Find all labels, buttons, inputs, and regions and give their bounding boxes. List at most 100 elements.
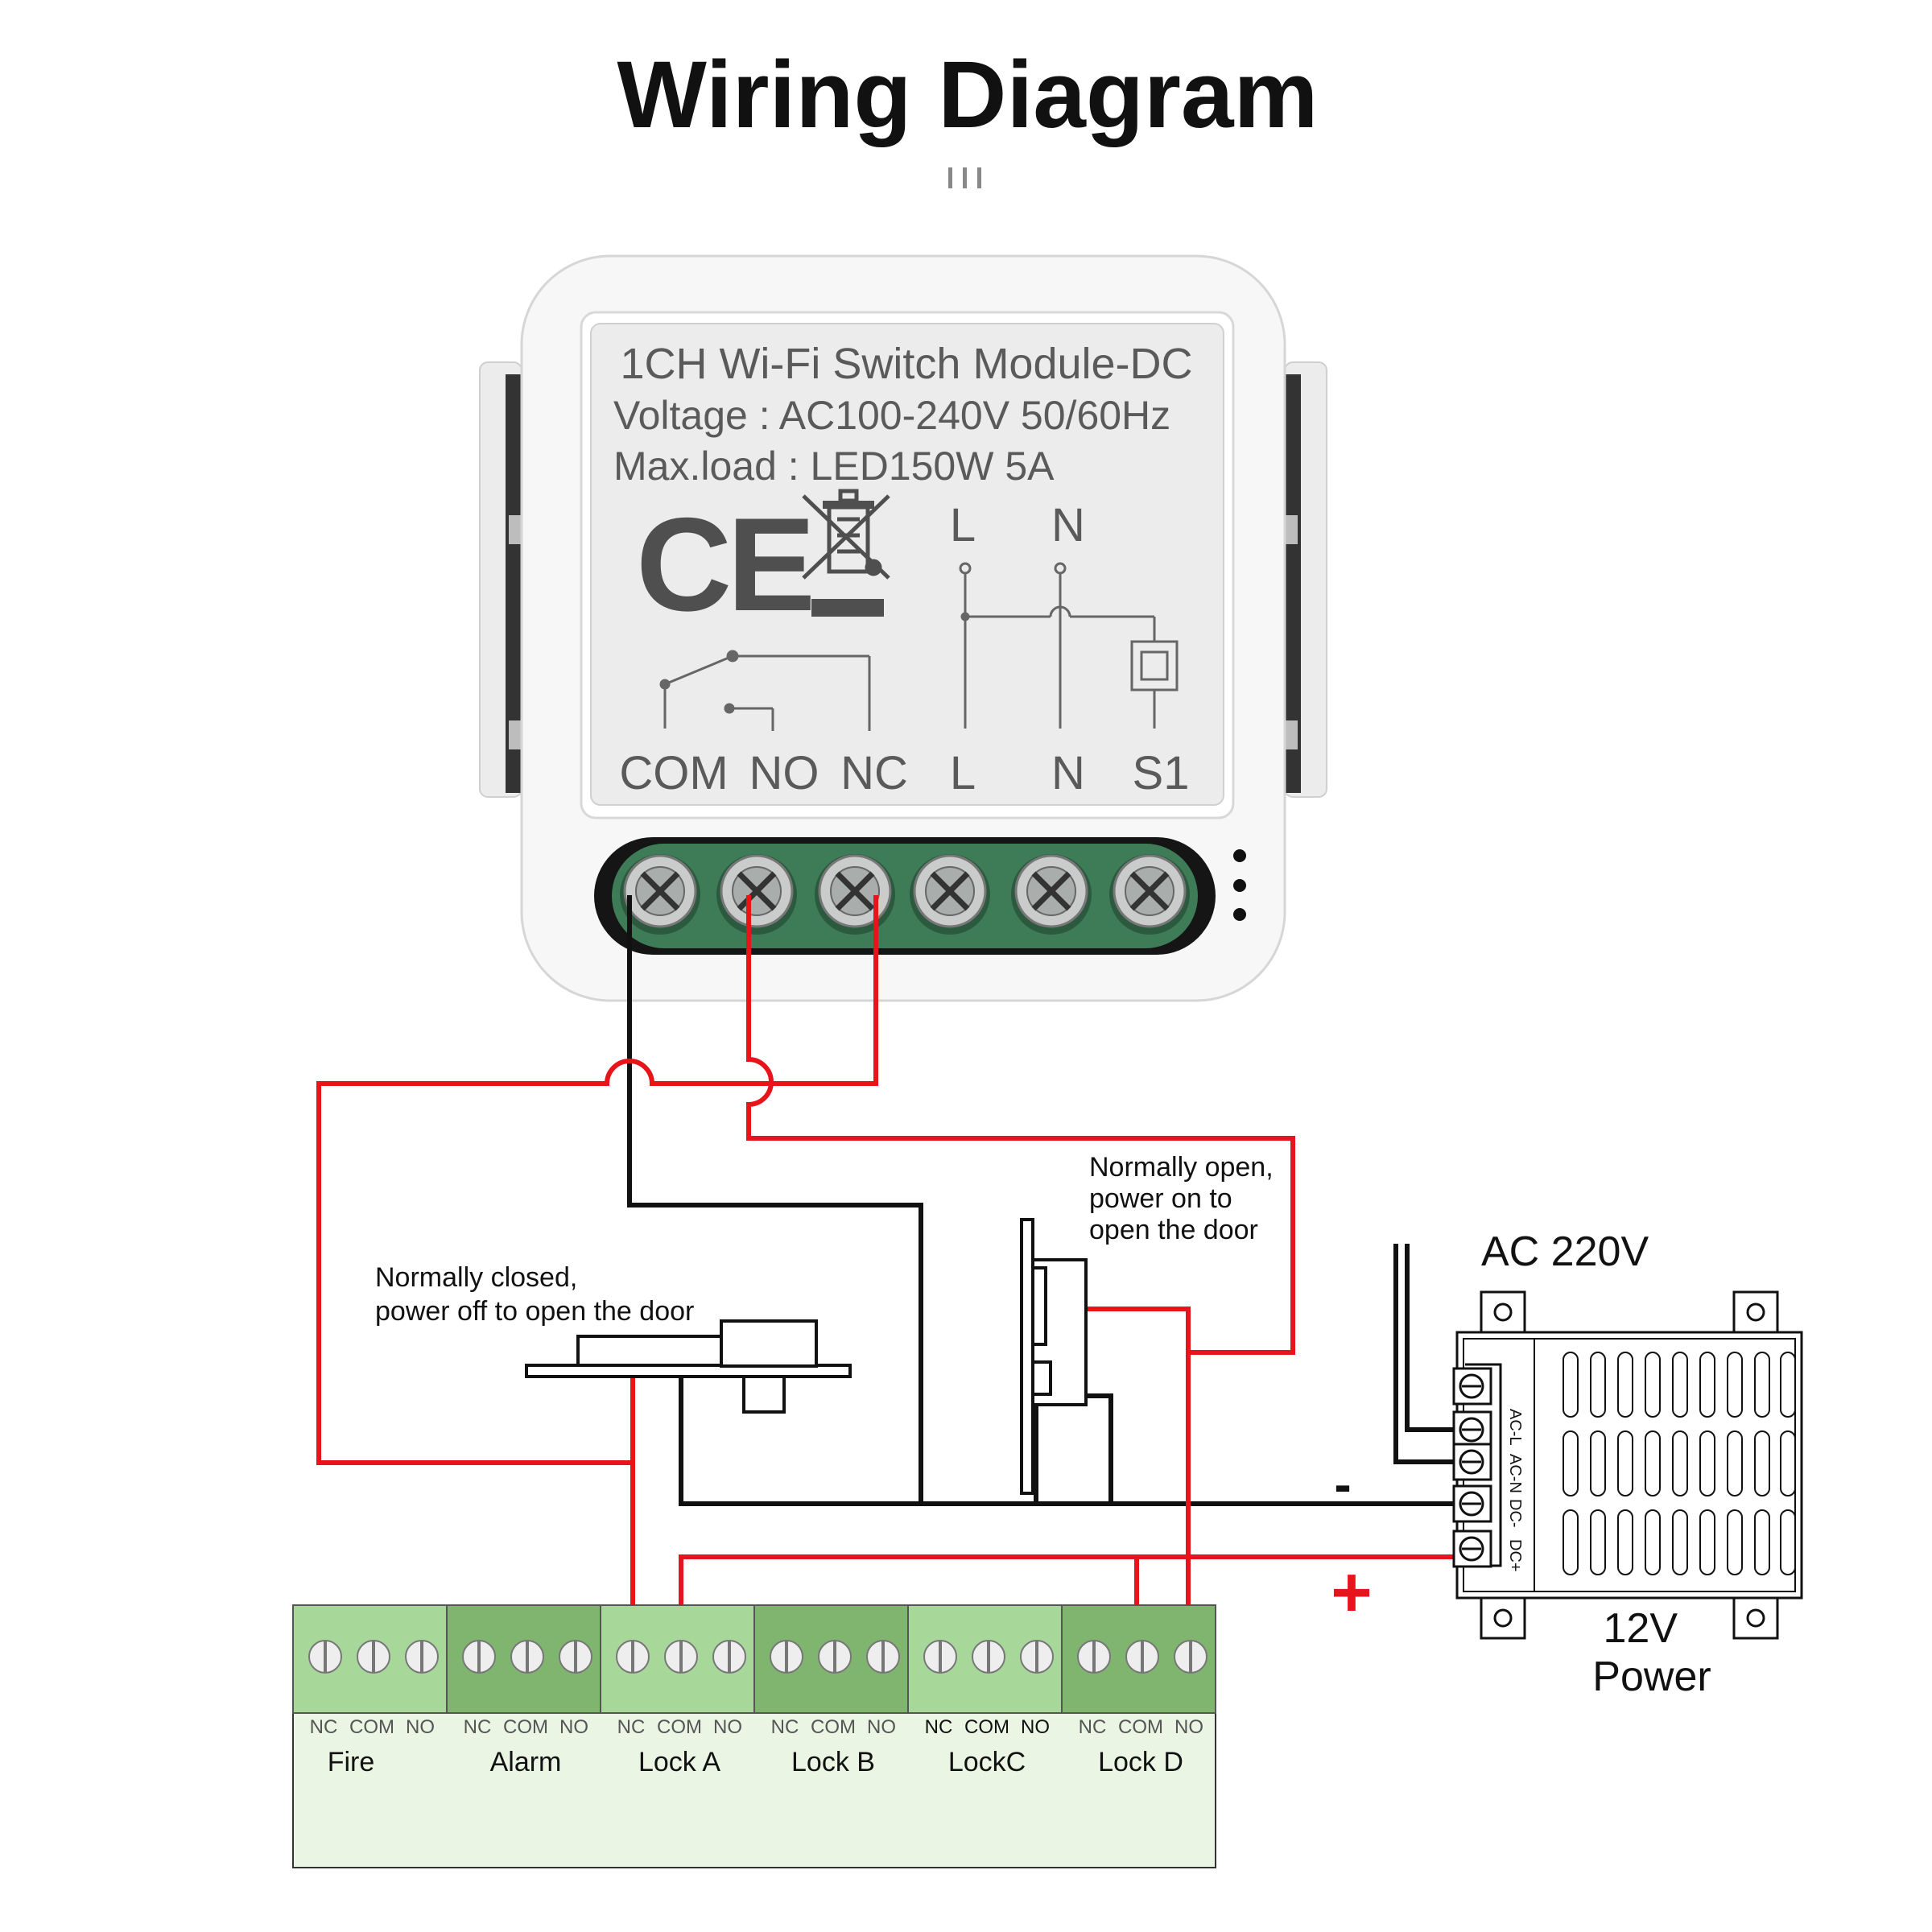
- power-terminals: [1452, 1367, 1492, 1568]
- contact-label-com: COM: [657, 1716, 702, 1738]
- contact-label-nc: NC: [310, 1716, 338, 1738]
- vent-slot: [1590, 1509, 1606, 1575]
- switch-module: 1CH Wi-Fi Switch Module-DC Voltage : AC1…: [479, 254, 1327, 1002]
- module-name: 1CH Wi-Fi Switch Module-DC: [620, 340, 1192, 388]
- controller-group-label: Lock B: [791, 1747, 875, 1777]
- module-screw-n: [1011, 854, 1092, 935]
- contact-label-com: COM: [811, 1716, 856, 1738]
- power-mounting-ears: [1480, 1290, 1779, 1640]
- black-wire-ac-l: [1405, 1244, 1470, 1432]
- psu-terminal-3: [1452, 1530, 1492, 1568]
- power-vents: [1563, 1352, 1796, 1575]
- controller-screw-nc: [770, 1640, 803, 1674]
- nc-caption-line-2: power off to open the door: [375, 1296, 694, 1327]
- controller-group-label: Alarm: [490, 1747, 562, 1777]
- module-indicator-dots: [1233, 849, 1246, 921]
- vent-slot: [1672, 1509, 1688, 1575]
- controller-screw-nc: [616, 1640, 650, 1674]
- terminal-label-nc: NC: [840, 747, 908, 799]
- module-voltage: Voltage : AC100-240V 50/60Hz: [613, 393, 1170, 438]
- module-screw-com: [620, 854, 700, 935]
- controller-screw-com: [818, 1640, 852, 1674]
- controller-screw-no: [1020, 1640, 1054, 1674]
- negative-sign: -: [1334, 1455, 1351, 1513]
- controller-group-label: Fire: [328, 1747, 375, 1777]
- label-plate: [590, 323, 1224, 806]
- controller-screw-com: [1125, 1640, 1159, 1674]
- weee-bin-icon: [802, 489, 890, 617]
- black-wires: [627, 895, 1470, 1506]
- vent-slot: [1780, 1352, 1796, 1418]
- controller-screw-no: [866, 1640, 900, 1674]
- terminal-label-s1: S1: [1133, 747, 1190, 799]
- vent-slot: [1727, 1509, 1743, 1575]
- vent-slot: [1645, 1430, 1661, 1496]
- controller-screw-nc: [462, 1640, 496, 1674]
- vent-slot: [1617, 1509, 1633, 1575]
- module-screws: [620, 854, 1190, 935]
- vent-slot: [1645, 1352, 1661, 1418]
- contact-label-nc: NC: [464, 1716, 492, 1738]
- right-clip-shadow: [1285, 374, 1301, 793]
- contact-label-no: NO: [559, 1716, 588, 1738]
- power-output-label: 12V Power: [1592, 1605, 1711, 1700]
- module-terminal-labels: COM NO NC L N S1: [619, 747, 1189, 799]
- power-output-line-1: 12V: [1604, 1605, 1678, 1652]
- psu-terminal-0: [1452, 1410, 1492, 1449]
- vent-slot: [1754, 1509, 1770, 1575]
- vent-slot: [1754, 1430, 1770, 1496]
- no-caption-line-2: power on to: [1089, 1183, 1232, 1214]
- vent-slot: [1645, 1509, 1661, 1575]
- controller-screw-com: [357, 1640, 390, 1674]
- psu-label-ac-l: AC-L: [1506, 1409, 1524, 1446]
- vent-slot: [1727, 1430, 1743, 1496]
- vent-slot: [1672, 1430, 1688, 1496]
- nc-lock-bolt-housing: [720, 1319, 818, 1368]
- red-wire-lock-d-no: [1087, 1307, 1191, 1650]
- controller-screw-nc: [308, 1640, 342, 1674]
- relay-schematic: [659, 650, 871, 731]
- module-screw-no: [716, 854, 797, 935]
- psu-terminal-2: [1452, 1484, 1492, 1523]
- vent-slot: [1699, 1430, 1715, 1496]
- module-screw-nc: [815, 854, 895, 935]
- controller-screw-nc: [1077, 1640, 1111, 1674]
- psu-label-dc-pos: DC+: [1506, 1539, 1524, 1572]
- contact-label-com: COM: [1118, 1716, 1163, 1738]
- vent-slot: [1780, 1509, 1796, 1575]
- controller-group-label: LockC: [948, 1747, 1026, 1777]
- controller-screw-com: [664, 1640, 698, 1674]
- contact-label-no: NO: [406, 1716, 435, 1738]
- module-screw-l: [910, 854, 990, 935]
- module-max-load: Max.load : LED150W 5A: [613, 444, 1055, 489]
- no-caption-line-3: open the door: [1089, 1215, 1258, 1245]
- contact-label-com: COM: [964, 1716, 1009, 1738]
- contact-label-no: NO: [713, 1716, 742, 1738]
- contact-label-nc: NC: [617, 1716, 646, 1738]
- vent-slot: [1563, 1430, 1579, 1496]
- nc-caption-line-1: Normally closed,: [375, 1262, 577, 1293]
- psu-terminal-spare: [1452, 1367, 1492, 1406]
- vent-slot: [1590, 1430, 1606, 1496]
- power-output-line-2: Power: [1592, 1653, 1711, 1700]
- red-wire-nc-to-lock: [316, 895, 878, 1465]
- power-schematic: [959, 562, 1179, 729]
- controller-group-label: Lock D: [1098, 1747, 1183, 1777]
- no-lock-plate: [1020, 1218, 1034, 1495]
- controller-screw-com: [972, 1640, 1005, 1674]
- controller-screw-no: [1174, 1640, 1208, 1674]
- schematic-l: L: [950, 499, 976, 551]
- vent-slot: [1780, 1430, 1796, 1496]
- psu-label-ac-n: AC-N: [1506, 1454, 1524, 1493]
- psu-terminal-1: [1452, 1443, 1492, 1481]
- nc-lock-body: [576, 1335, 724, 1367]
- positive-sign: +: [1331, 1552, 1372, 1632]
- contact-label-no: NO: [1174, 1716, 1203, 1738]
- title-divider-icon: [948, 167, 981, 188]
- no-lock-caption: Normally open, power on to open the door: [1089, 1152, 1281, 1245]
- controller-screw-com: [510, 1640, 544, 1674]
